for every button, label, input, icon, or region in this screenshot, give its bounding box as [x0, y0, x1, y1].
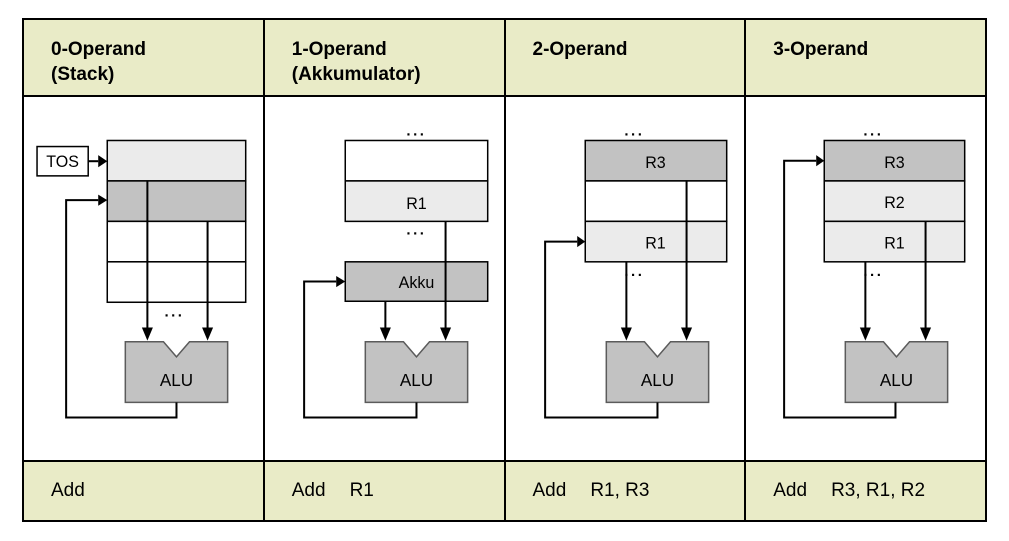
stack-architecture-diagram: TOS ... ALU	[36, 139, 247, 419]
register-row-r3	[583, 139, 727, 182]
ellipsis: ...	[864, 122, 884, 139]
arrowhead-icon	[620, 327, 632, 341]
diagram-cell-akkumulator: ... R1 ... Akku ALU	[264, 97, 504, 460]
instruction-mnemonic: Add	[51, 480, 85, 501]
header-title: 0-Operand	[51, 39, 147, 60]
instruction-mnemonic: Add	[532, 480, 567, 501]
alu-label: ALU	[400, 371, 433, 390]
header-cell-0-operand: 0-Operand (Stack)	[24, 20, 263, 95]
stack-row-fourth	[106, 261, 247, 304]
alu-label: ALU	[640, 371, 673, 390]
register-row-r3	[823, 139, 966, 182]
register-row-blank	[344, 139, 489, 182]
alu-box	[364, 340, 469, 404]
header-subtitle: (Stack)	[51, 64, 115, 85]
ellipsis: ...	[164, 303, 184, 320]
instruction-operands: R1	[349, 480, 374, 501]
instruction-mnemonic: Add	[773, 480, 808, 501]
alu-box	[605, 340, 709, 404]
instruction-mnemonic: Add	[291, 480, 326, 501]
writeback-arrowhead-icon	[576, 236, 585, 248]
tos-label: TOS	[46, 153, 79, 171]
r3-label: R3	[645, 154, 666, 172]
arrowhead-icon	[141, 327, 153, 341]
register-row-r1	[823, 220, 966, 263]
register-row-r2	[823, 180, 966, 223]
stack-row-third	[106, 220, 247, 263]
alu-box	[844, 340, 949, 404]
register-row-r1	[344, 180, 489, 223]
stack-row-second	[106, 180, 247, 223]
header-subtitle: (Akkumulator)	[291, 64, 421, 85]
alu-label: ALU	[160, 371, 193, 390]
ellipsis: ...	[864, 263, 884, 280]
ellipsis: ...	[624, 122, 644, 139]
tos-arrowhead-icon	[98, 155, 108, 168]
diagram-cell-3-operand: ... R3 R2 R1 ... ALU	[746, 97, 985, 460]
diagram-cell-2-operand: ... R3 R1 ... ALU	[505, 97, 745, 460]
writeback-line	[543, 240, 658, 419]
r2-label: R2	[884, 194, 905, 212]
header-title: 2-Operand	[532, 39, 628, 60]
header-title: 1-Operand	[291, 39, 387, 60]
tos-box	[36, 145, 89, 177]
alu-label: ALU	[880, 371, 913, 390]
diagram-cell-stack: TOS ... ALU	[24, 97, 263, 460]
akku-label: Akku	[398, 274, 434, 292]
header-cell-2-operand: 2-Operand	[505, 20, 745, 95]
writeback-line	[65, 199, 178, 419]
ellipsis: ...	[406, 122, 426, 139]
ellipsis: ...	[624, 263, 644, 280]
akku-box	[344, 261, 489, 303]
r3-label: R3	[884, 154, 905, 172]
instruction-operands: R1, R3	[590, 480, 650, 501]
header-cell-1-operand: 1-Operand (Akkumulator)	[264, 20, 504, 95]
register-row-blank	[583, 180, 727, 223]
arrowhead-icon	[202, 327, 214, 341]
writeback-arrowhead-icon	[816, 155, 825, 167]
arrowhead-icon	[920, 327, 932, 341]
instruction-cell-3-operand: Add R3, R1, R2	[746, 462, 985, 520]
r1-label: R1	[645, 235, 666, 253]
two-operand-architecture-diagram: ... R3 R1 ... ALU	[543, 122, 727, 419]
r1-label: R1	[406, 195, 427, 213]
akku-architecture-diagram: ... R1 ... Akku ALU	[302, 122, 489, 419]
writeback-line	[783, 159, 897, 419]
alu-box	[124, 340, 229, 404]
header-title: 3-Operand	[773, 39, 869, 60]
stack-row-top	[106, 139, 247, 182]
instruction-cell-akkumulator: Add R1	[264, 462, 504, 520]
header-cell-3-operand: 3-Operand	[746, 20, 985, 95]
instruction-operands: R3, R1, R2	[831, 480, 926, 501]
three-operand-architecture-diagram: ... R3 R2 R1 ... ALU	[783, 122, 966, 419]
arrowhead-icon	[439, 327, 451, 341]
ellipsis: ...	[406, 221, 426, 238]
arrowhead-icon	[680, 327, 692, 341]
writeback-arrowhead-icon	[98, 194, 108, 206]
operand-comparison-table: 0-Operand (Stack) 1-Operand (Akkumulator…	[22, 18, 987, 522]
arrowhead-icon	[379, 327, 391, 341]
writeback-line	[302, 280, 418, 419]
r1-label: R1	[884, 235, 905, 253]
writeback-arrowhead-icon	[335, 275, 346, 288]
arrowhead-icon	[860, 327, 872, 341]
instruction-cell-2-operand: Add R1, R3	[505, 462, 745, 520]
instruction-cell-stack: Add	[24, 462, 263, 520]
register-row-r1	[583, 220, 727, 263]
